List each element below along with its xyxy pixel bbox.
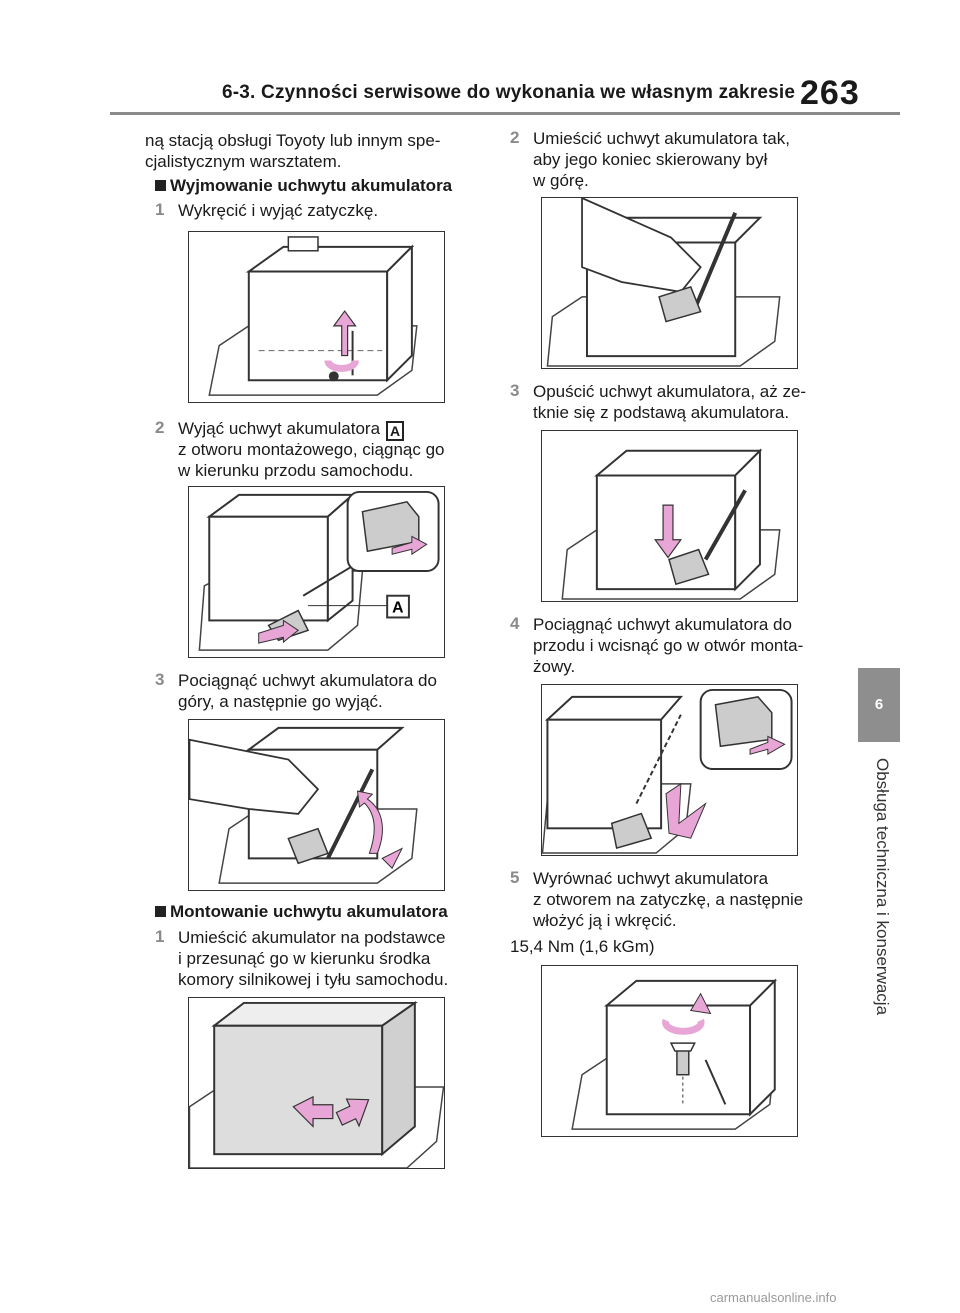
removal-step-1-text: Wykręcić i wyjąć zatyczkę. [178,201,379,220]
figure-position-clamp [541,197,798,369]
install-step-2-line-2: aby jego koniec skierowany był [533,150,768,169]
figure-push-clamp [541,684,798,856]
install-step-4-line-3: żowy. [533,657,576,676]
removal-step-2-text: Wyjąć uchwyt akumulatora A [178,418,405,441]
square-bullet-icon [155,180,166,191]
install-step-3-line-1: Opuścić uchwyt akumulatora, aż ze- [533,382,807,401]
install-step-5-line-1: Wyrównać uchwyt akumulatora [533,869,769,888]
install-step-4-number: 4 [510,614,520,633]
figure-lower-clamp [541,430,798,602]
figure-lift-clamp [188,719,445,891]
removal-step-3-number: 3 [155,670,165,689]
removal-step-2-line-2: z otworu montażowego, ciągnąc go [178,440,445,459]
removal-step-3-line-2: góry, a następnie go wyjąć. [178,692,383,711]
clamp-insert-illustration [542,688,793,854]
square-bullet-icon [155,906,166,917]
install-step-1-line-3: komory silnikowej i tyłu samochodu. [178,970,449,989]
page-number: 263 [800,74,860,112]
install-step-2-line-3: w górę. [533,171,589,190]
removal-step-2-line-3: w kierunku przodu samochodu. [178,461,414,480]
removal-step-2-number: 2 [155,418,165,437]
install-step-5-line-2: z otworem na zatyczkę, a następnie [533,890,804,909]
install-step-4-line-1: Pociągnąć uchwyt akumulatora do [533,615,792,634]
install-step-2-number: 2 [510,128,520,147]
install-step-2-line-1: Umieścić uchwyt akumulatora tak, [533,129,790,148]
figure-place-battery [188,997,445,1169]
install-step-1-line-2: i przesunąć go w kierunku środka [178,949,431,968]
removal-step-3-line-1: Pociągnąć uchwyt akumulatora do [178,671,437,690]
install-heading-text: Montowanie uchwytu akumulatora [170,902,448,921]
torque-spec: 15,4 Nm (1,6 kGm) [510,937,655,956]
removal-heading: Wyjmowanie uchwytu akumulatora [155,176,452,196]
hand-lift-illustration [189,726,418,884]
battery-illustration [208,236,418,396]
figure-pull-clamp: A [188,486,445,658]
removal-heading-text: Wyjmowanie uchwytu akumulatora [170,176,453,195]
removal-step-2-line-1: Wyjąć uchwyt akumulatora [178,419,381,438]
battery-clamp-illustration: A [198,490,440,651]
plug-tighten-illustration [571,978,778,1130]
footer-url: carmanualsonline.info [710,1290,837,1305]
install-heading: Montowanie uchwytu akumulatora [155,902,448,922]
install-step-3-line-2: tknie się z podstawą akumulatora. [533,403,790,422]
figure-label-a: A [392,600,403,617]
battery-position-illustration [189,1001,444,1168]
install-step-1-line-1: Umieścić akumulator na podstawce [178,928,446,947]
header-divider [110,112,900,115]
chapter-tab: 6 [858,668,900,742]
install-step-1-number: 1 [155,927,165,946]
figure-remove-plug [188,231,445,403]
clamp-lower-illustration [561,448,781,600]
intro-line-2: cjalistycznym warsztatem. [145,152,342,171]
install-step-3-number: 3 [510,381,520,400]
removal-step-1-number: 1 [155,200,165,219]
section-title: 6-3. Czynności serwisowe do wykonania we… [222,82,796,103]
figure-insert-plug [541,965,798,1137]
chapter-label: Obsługa techniczna i konserwacja [873,758,892,1016]
install-step-4-line-2: przodu i wcisnąć go w otwór monta- [533,636,804,655]
clamp-up-illustration [546,198,781,367]
install-step-5-line-3: włożyć ją i wkręcić. [533,911,677,930]
intro-line-1: ną stacją obsługi Toyoty lub innym spe- [145,131,441,150]
install-step-5-number: 5 [510,868,520,887]
label-a-badge: A [386,421,405,441]
